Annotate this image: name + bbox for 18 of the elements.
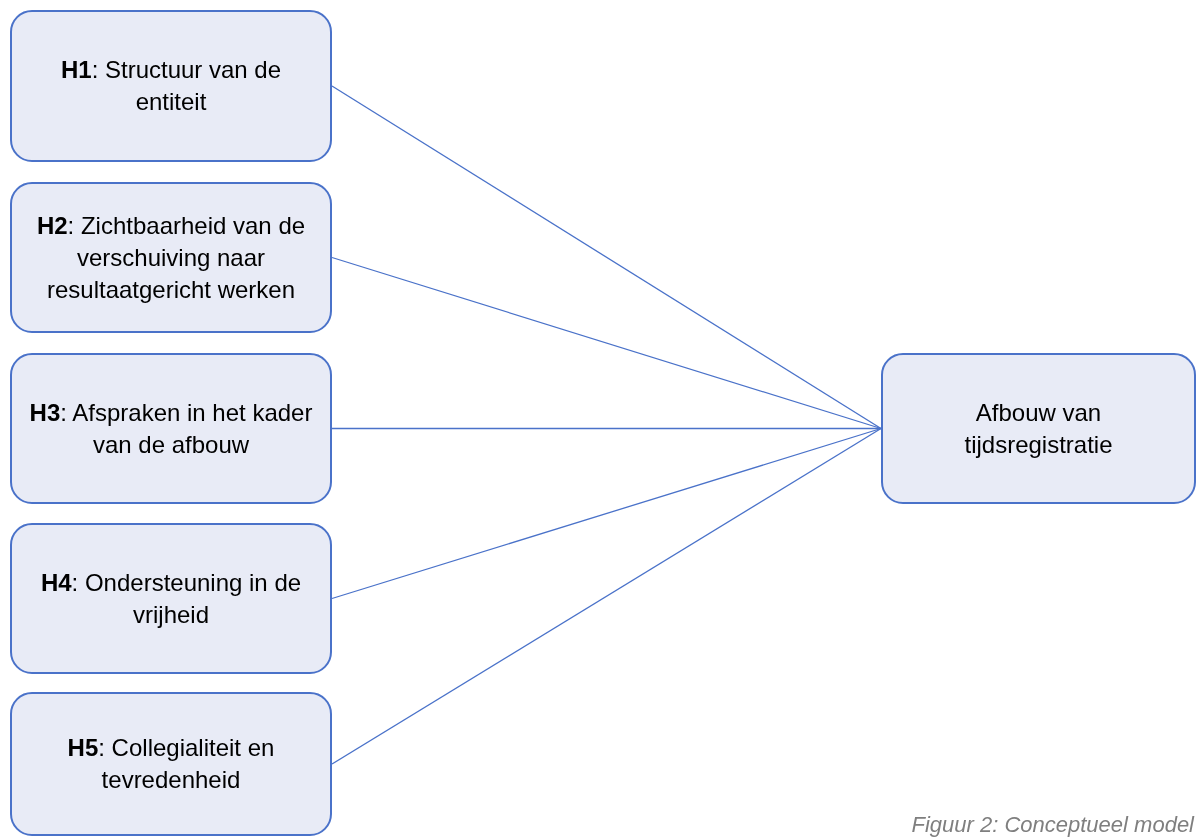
connector-line: [331, 85, 882, 430]
box-text: H1: Structuur van de entiteit: [59, 55, 283, 117]
rounded-box: [10, 692, 332, 836]
connector-line: [331, 427, 882, 765]
box-text: H5: Collegialiteit en tevredenheid: [66, 733, 276, 795]
rounded-box: [10, 10, 332, 162]
box-text: H2: Zichtbaarheid van de verschuiving naar resultaatgericht werken: [35, 210, 307, 305]
box-text: H4: Ondersteuning in de vrijheid: [39, 567, 303, 630]
rounded-box: [10, 182, 332, 333]
connector-line: [331, 427, 882, 430]
figure-caption: Figuur 2: Conceptueel model: [911, 811, 1194, 839]
rounded-box: [10, 353, 332, 504]
box-text: H3: Afspraken in het kader van de afbouw: [28, 397, 314, 460]
connector-line: [331, 256, 882, 430]
rounded-box: [10, 523, 332, 674]
box-text: Afbouw van tijdsregistratie: [963, 397, 1114, 460]
rounded-box: [881, 353, 1196, 504]
connector-line: [331, 427, 882, 600]
